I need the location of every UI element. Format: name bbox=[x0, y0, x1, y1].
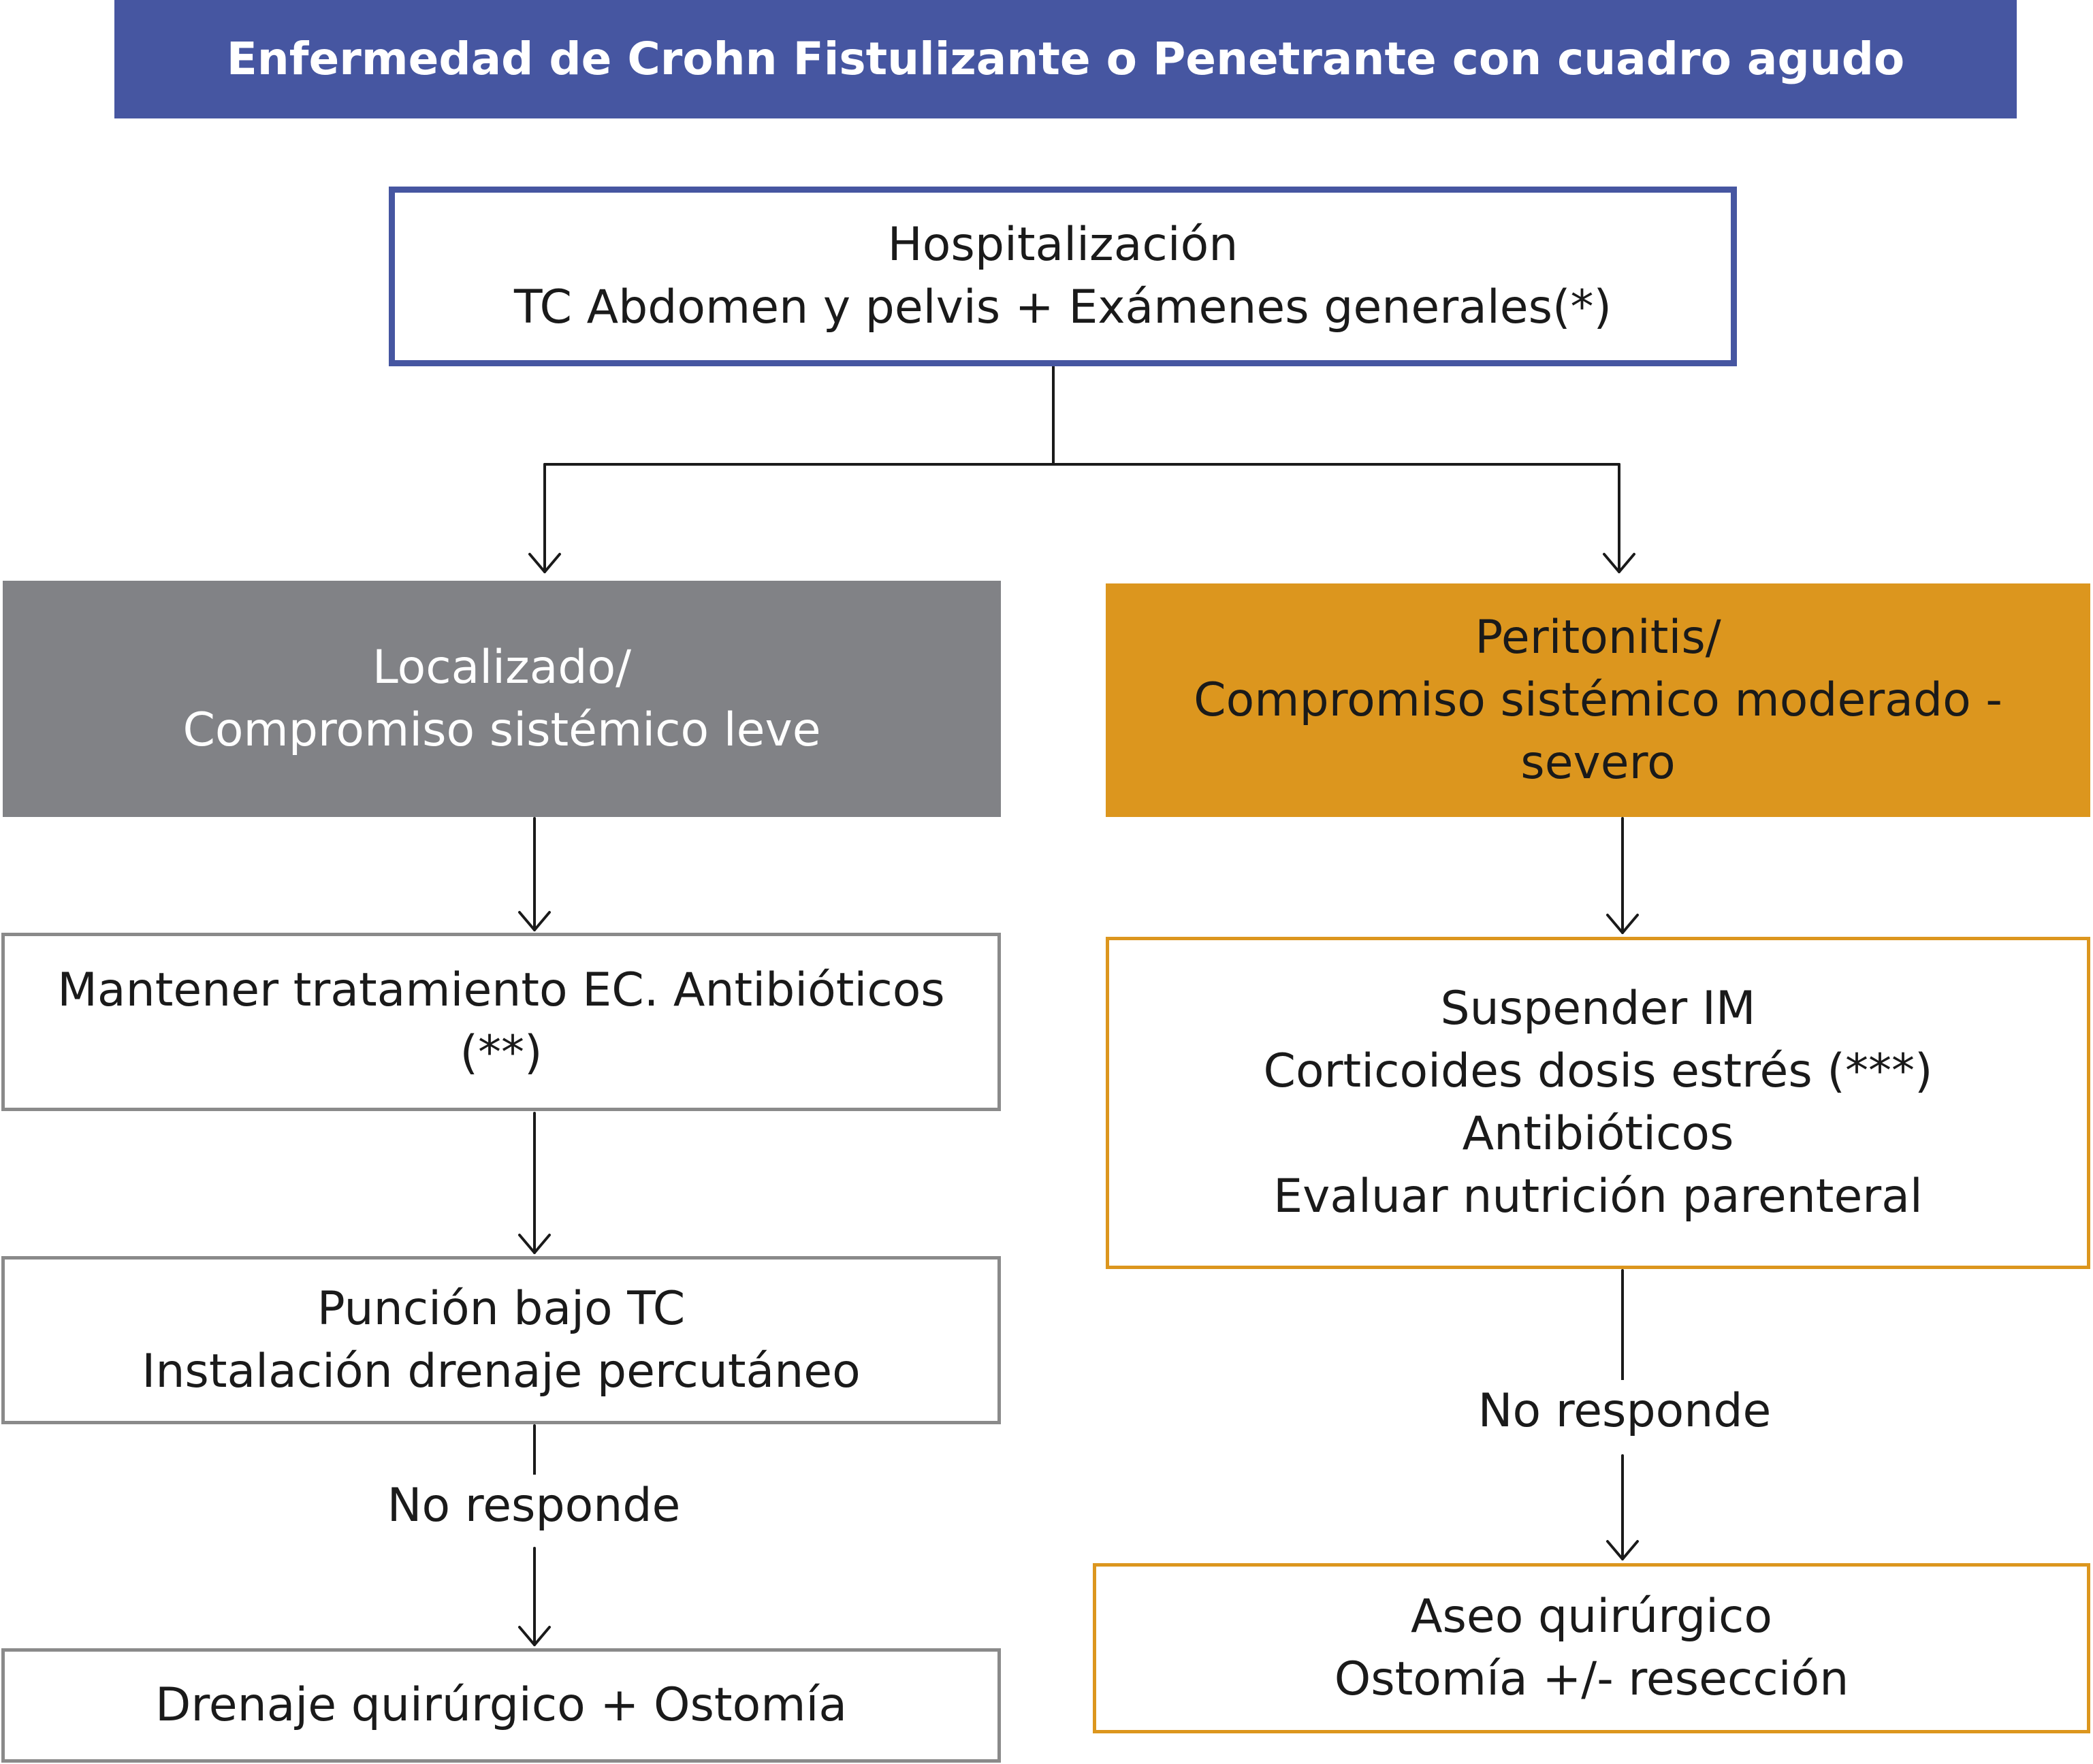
title-text: Enfermedad de Crohn Fistulizante o Penet… bbox=[226, 33, 1905, 85]
aseo-line1: Aseo quirúrgico bbox=[1410, 1590, 1773, 1643]
mantener-line2: (**) bbox=[460, 1026, 543, 1080]
localizado-line2: Compromiso sistémico leve bbox=[182, 703, 821, 757]
drenaje-box: Drenaje quirúrgico + Ostomía bbox=[1, 1648, 1001, 1763]
arrowhead-suspender bbox=[1606, 914, 1639, 934]
suspender-box: Suspender IM Corticoides dosis estrés (*… bbox=[1106, 937, 2090, 1269]
page-title: Enfermedad de Crohn Fistulizante o Penet… bbox=[114, 0, 2017, 118]
arrowhead-peritonitis bbox=[1603, 553, 1635, 573]
aseo-line2: Ostomía +/- resección bbox=[1334, 1652, 1849, 1706]
hospitalizacion-box: Hospitalización TC Abdomen y pelvis + Ex… bbox=[389, 187, 1737, 366]
arrowhead-localizado bbox=[528, 553, 561, 573]
localizado-box: Localizado/ Compromiso sistémico leve bbox=[3, 581, 1001, 817]
arrowhead-mantener bbox=[518, 911, 551, 931]
hospitalizacion-line2: TC Abdomen y pelvis + Exámenes generales… bbox=[513, 280, 1612, 334]
mantener-tratamiento-box: Mantener tratamiento EC. Antibióticos (*… bbox=[1, 933, 1001, 1111]
mantener-line1: Mantener tratamiento EC. Antibióticos bbox=[57, 963, 945, 1017]
peritonitis-line3: severo bbox=[1520, 735, 1676, 790]
suspender-line3: Antibióticos bbox=[1462, 1107, 1734, 1161]
hospitalizacion-line1: Hospitalización bbox=[887, 218, 1239, 272]
suspender-line2: Corticoides dosis estrés (***) bbox=[1263, 1044, 1933, 1098]
arrowhead-aseo bbox=[1606, 1540, 1639, 1560]
peritonitis-line2: Compromiso sistémico moderado - bbox=[1194, 673, 2002, 727]
aseo-quirurgico-box: Aseo quirúrgico Ostomía +/- resección bbox=[1093, 1563, 2090, 1733]
no-responde-left-label: No responde bbox=[364, 1475, 704, 1537]
arrowhead-drenaje bbox=[518, 1626, 551, 1646]
drenaje-text: Drenaje quirúrgico + Ostomía bbox=[155, 1678, 847, 1732]
suspender-line1: Suspender IM bbox=[1440, 982, 1756, 1036]
puncion-line1: Punción bajo TC bbox=[317, 1281, 686, 1336]
suspender-line4: Evaluar nutrición parenteral bbox=[1273, 1170, 1923, 1223]
peritonitis-box: Peritonitis/ Compromiso sistémico modera… bbox=[1106, 583, 2090, 817]
no-responde-right-label: No responde bbox=[1454, 1380, 1795, 1443]
puncion-line2: Instalación drenaje percutáneo bbox=[142, 1344, 861, 1398]
peritonitis-line1: Peritonitis/ bbox=[1475, 610, 1721, 664]
puncion-box: Punción bajo TC Instalación drenaje perc… bbox=[1, 1256, 1001, 1424]
localizado-line1: Localizado/ bbox=[372, 640, 632, 694]
arrowhead-puncion bbox=[518, 1234, 551, 1254]
